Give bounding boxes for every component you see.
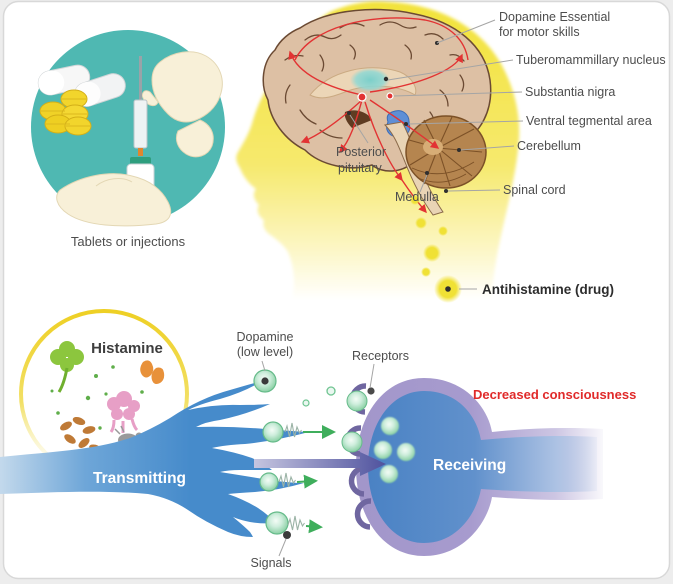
cerebellum-illustration (405, 115, 487, 189)
antihistamine-dot-center (445, 286, 451, 292)
peanut-icon (140, 360, 165, 384)
dopamine-molecules (253, 369, 336, 535)
receptor-target-dot (367, 387, 375, 395)
label-signals: Signals (251, 556, 292, 570)
leader-dopamine-low (261, 360, 266, 372)
tablet-icon (39, 89, 92, 136)
clover-icon (50, 341, 84, 393)
label-decreased-consciousness: Decreased consciousness (473, 387, 636, 402)
bean-cluster-icon (60, 416, 101, 452)
label-antihistamine-drug: Antihistamine (drug) (482, 282, 614, 297)
hand-icon (141, 51, 223, 158)
dopamine-low-dot (261, 377, 269, 385)
tuberomammillary-region (350, 68, 390, 92)
label-medulla: Medulla (395, 190, 439, 204)
label-receiving: Receiving (433, 457, 506, 474)
label-spinal-cord: Spinal cord (503, 183, 566, 197)
label-transmitting: Transmitting (93, 470, 186, 487)
receiving-neuron: Receiving (341, 378, 603, 556)
tablets-caption: Tablets or injections (71, 234, 186, 249)
label-dopamine-essential-2: for motor skills (499, 25, 580, 39)
dopamine-molecule (346, 390, 368, 412)
antihistamine-dots (410, 195, 462, 303)
tablets-injections-panel: Tablets or injections (31, 30, 225, 249)
leader-receptors (369, 363, 375, 389)
dopamine-molecule (341, 431, 363, 453)
label-histamine: Histamine (91, 340, 163, 357)
label-receptors: Receptors (352, 349, 409, 363)
transmission-arrow (254, 452, 386, 476)
label-ventral-tegmental: Ventral tegmental area (526, 114, 652, 128)
pollen-dots-icon (50, 365, 144, 430)
dopamine-inside (374, 417, 415, 483)
brain-panel: Dopamine Essential for motor skills Tube… (236, 1, 666, 303)
label-posterior-pituitary-2: pituitary (338, 161, 383, 175)
synapse-panel: Histamine Transmitting (0, 309, 636, 570)
syringe-icon (133, 56, 148, 156)
midbrain-wedge (344, 110, 372, 128)
label-tuberomammillary: Tuberomammillary nucleus (516, 53, 666, 67)
substantia-nigra-dot (386, 92, 394, 100)
leader-signals (278, 538, 287, 557)
signal-arrows (296, 425, 336, 534)
leader-lines (349, 19, 524, 290)
label-dopamine-low-1: Dopamine (237, 330, 294, 344)
signal-waves (278, 422, 305, 531)
signals-dot (283, 531, 291, 539)
label-dopamine-essential-1: Dopamine Essential (499, 10, 610, 24)
label-substantia-nigra: Substantia nigra (525, 85, 615, 99)
label-dopamine-low-2: (low level) (237, 345, 293, 359)
label-cerebellum: Cerebellum (517, 139, 581, 153)
label-posterior-pituitary-1: Posterior (336, 145, 386, 159)
hand-icon-lower (56, 173, 172, 227)
brain-illustration (262, 8, 492, 216)
coral-allergen-icon (107, 391, 140, 433)
pathway-hub-dot (357, 92, 367, 102)
transmitting-neuron (0, 381, 309, 537)
